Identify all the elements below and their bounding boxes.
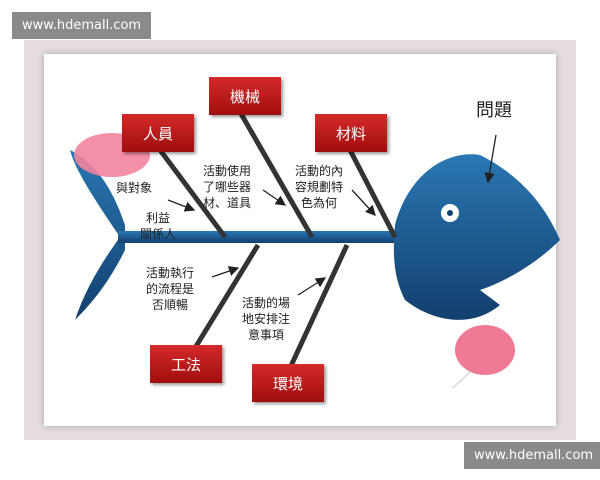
category-method: 工法 bbox=[150, 345, 222, 383]
arrows bbox=[167, 134, 497, 296]
category-material: 材料 bbox=[315, 114, 387, 152]
note-process: 活動執行 的流程是 否順暢 bbox=[146, 266, 195, 312]
category-environment: 環境 bbox=[252, 364, 324, 402]
category-people: 人員 bbox=[122, 114, 194, 152]
note-stakeholders: 利益 關係人 bbox=[140, 211, 177, 241]
bones bbox=[157, 110, 398, 370]
fish-tail bbox=[70, 150, 125, 320]
watermark-bottom: www.hdemall.com bbox=[464, 442, 600, 469]
note-participants: 與對象 bbox=[116, 181, 153, 195]
category-machine: 機械 bbox=[209, 77, 281, 115]
balloon-icon bbox=[455, 325, 515, 375]
problem-label: 問題 bbox=[476, 100, 512, 121]
note-venue: 活動的場 地安排注 意事項 bbox=[242, 296, 291, 342]
note-equipment: 活動使用 了哪些器 材、道具 bbox=[203, 164, 252, 210]
fish-spine bbox=[118, 231, 400, 243]
watermark-top: www.hdemall.com bbox=[12, 12, 152, 39]
fish-head bbox=[393, 154, 560, 320]
note-content: 活動的內 容規劃特 色為何 bbox=[295, 164, 344, 210]
